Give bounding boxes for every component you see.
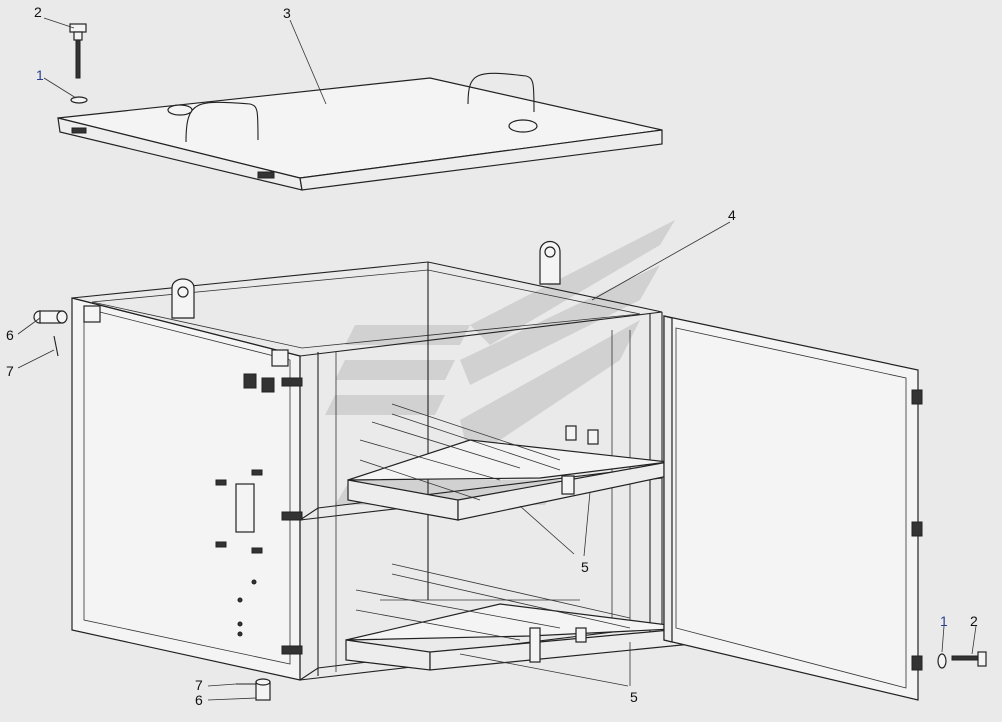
- callout-5-lower-tray: 5: [630, 689, 638, 705]
- tray-upper: [347, 403, 681, 521]
- callout-1-top-left: 1: [36, 67, 44, 83]
- callout-2-right: 2: [970, 613, 978, 629]
- cotter-pin-left: [53, 335, 59, 357]
- crate-body: [71, 240, 663, 681]
- lifting-eye-left: [171, 278, 195, 319]
- watermark-logo: [325, 220, 675, 505]
- pin-bottom: [255, 678, 271, 701]
- callout-3-lid: 3: [283, 5, 291, 21]
- bolt-right: [951, 651, 987, 667]
- leader-lines: [17, 17, 977, 701]
- tray-lower: [345, 563, 701, 671]
- lid-assembly: [57, 72, 663, 191]
- callout-5-upper-tray: 5: [581, 559, 589, 575]
- callout-6-left: 6: [6, 327, 14, 343]
- washer-right: [937, 653, 947, 669]
- callout-7-left: 7: [6, 363, 14, 379]
- callout-4-body: 4: [728, 207, 736, 223]
- crate-door: [663, 315, 923, 701]
- lid-handle-right: [467, 72, 535, 113]
- callout-1-right: 1: [940, 613, 948, 629]
- callout-2-top-left: 2: [34, 4, 42, 20]
- callout-7-bottom: 7: [195, 677, 203, 693]
- bolt-top-left: [69, 23, 87, 79]
- callout-6-bottom: 6: [195, 692, 203, 708]
- pin-left: [33, 310, 68, 324]
- washer-top-left: [70, 96, 88, 104]
- lid-handle-left: [185, 101, 259, 143]
